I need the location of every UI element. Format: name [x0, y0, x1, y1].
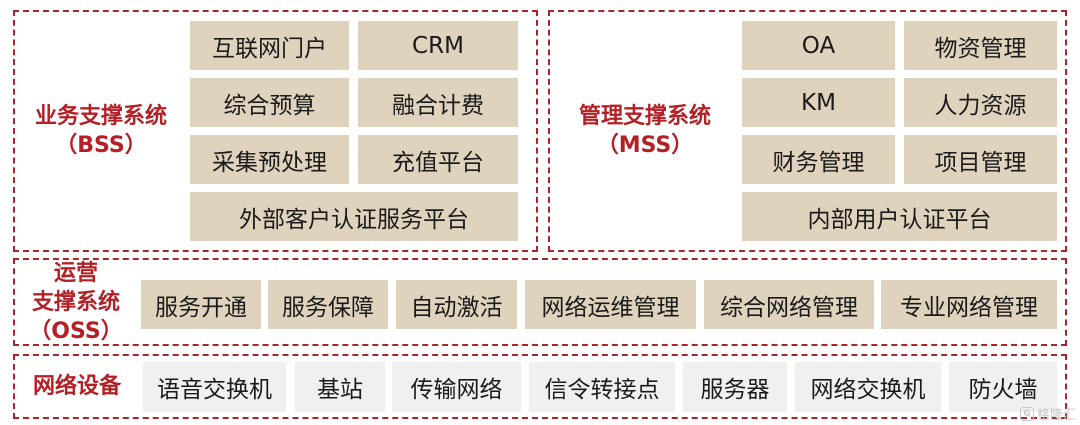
mss-label: 管理支撑系统 （MSS）: [550, 12, 740, 250]
bss-item-recharge: 充值平台: [358, 135, 518, 184]
network-item-signaling: 信令转接点: [529, 362, 675, 412]
mss-item-finance: 财务管理: [742, 135, 895, 184]
mss-item-internal-auth: 内部用户认证平台: [742, 192, 1057, 241]
oss-title-line1: 运营: [53, 260, 98, 286]
network-panel: [13, 354, 1067, 419]
network-title: 网络设备: [32, 374, 121, 399]
watermark-text: 格隆汇: [1036, 408, 1076, 423]
network-label: 网络设备: [15, 356, 139, 417]
bss-abbr: （BSS）: [55, 133, 147, 158]
bss-panel: [13, 10, 538, 252]
oss-item-assurance: 服务保障: [268, 280, 388, 329]
network-item-network-switch: 网络交换机: [795, 362, 941, 412]
bss-label: 业务支撑系统 （BSS）: [15, 12, 187, 250]
oss-item-provisioning: 服务开通: [141, 280, 261, 329]
mss-panel: [548, 10, 1067, 252]
network-item-server: 服务器: [683, 362, 787, 412]
oss-abbr: （OSS）: [29, 318, 123, 344]
bss-item-budget: 综合预算: [190, 78, 349, 127]
bss-item-external-auth: 外部客户认证服务平台: [190, 192, 518, 241]
mss-abbr: （MSS）: [596, 133, 694, 158]
network-item-base-station: 基站: [295, 362, 385, 412]
oss-panel: [13, 258, 1067, 346]
oss-item-activation: 自动激活: [396, 280, 517, 329]
network-item-transport: 传输网络: [392, 362, 521, 412]
mss-item-materials: 物资管理: [904, 21, 1057, 70]
mss-item-hr: 人力资源: [904, 78, 1057, 127]
gelonghui-logo-icon: G: [1019, 406, 1034, 421]
mss-item-km: KM: [742, 78, 895, 127]
oss-title-line2: 支撑系统: [31, 289, 120, 315]
watermark: G 格隆汇: [1019, 404, 1076, 423]
bss-item-crm: CRM: [358, 21, 518, 70]
network-item-voice-switch: 语音交换机: [143, 362, 286, 412]
mss-title: 管理支撑系统: [578, 104, 711, 129]
bss-item-collection: 采集预处理: [190, 135, 349, 184]
mss-item-oa: OA: [742, 21, 895, 70]
oss-item-integrated-network: 综合网络管理: [704, 280, 874, 329]
oss-item-network-ops: 网络运维管理: [525, 280, 696, 329]
bss-item-internet-portal: 互联网门户: [190, 21, 349, 70]
mss-item-projects: 项目管理: [904, 135, 1057, 184]
bss-item-billing: 融合计费: [358, 78, 518, 127]
oss-label: 运营 支撑系统 （OSS）: [15, 260, 137, 344]
bss-title: 业务支撑系统: [34, 104, 167, 129]
network-item-firewall: 防火墙: [949, 362, 1057, 412]
oss-item-specialized-network: 专业网络管理: [881, 280, 1057, 329]
